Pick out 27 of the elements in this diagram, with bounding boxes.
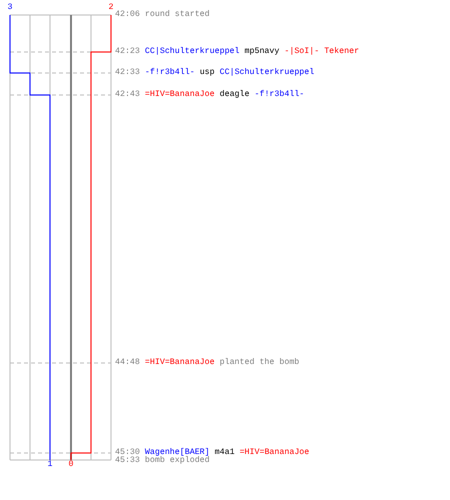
player-name: Wagenhe[BAER] (144, 448, 210, 457)
player-count: 0 (68, 460, 74, 470)
player-name: -f!r3b4ll- (144, 68, 195, 78)
player-name: -|SoI|- Tekener (284, 47, 360, 57)
player-count: 1 (48, 460, 52, 470)
player-count: 2 (108, 3, 114, 13)
event-time: 42:43 (115, 90, 140, 100)
event-text: round started (144, 10, 210, 20)
event-text: bomb exploded (144, 456, 210, 466)
event-time: 45:33 (115, 456, 140, 466)
weapon-name: usp (200, 68, 215, 78)
player-name: =HIV=BananaJoe (144, 90, 215, 100)
event-time: 42:23 (115, 47, 140, 57)
event-time: 42:33 (115, 68, 140, 78)
event-time: 42:06 (115, 10, 140, 20)
player-name: CC|Schulterkrueppel (220, 68, 314, 78)
event-time: 45:30 (115, 448, 140, 457)
player-name: -f!r3b4ll- (254, 90, 304, 100)
player-name: CC|Schulterkrueppel (144, 47, 240, 57)
event-text: planted the bomb (220, 358, 300, 368)
weapon-name: deagle (220, 90, 250, 100)
event-time: 44:48 (115, 358, 140, 368)
weapon-name: mp5navy (244, 47, 280, 57)
player-count: 3 (8, 3, 12, 13)
player-name: =HIV=BananaJoe (240, 448, 310, 458)
weapon-name: m4a1 (214, 448, 235, 458)
player-name: =HIV=BananaJoe (144, 358, 215, 368)
